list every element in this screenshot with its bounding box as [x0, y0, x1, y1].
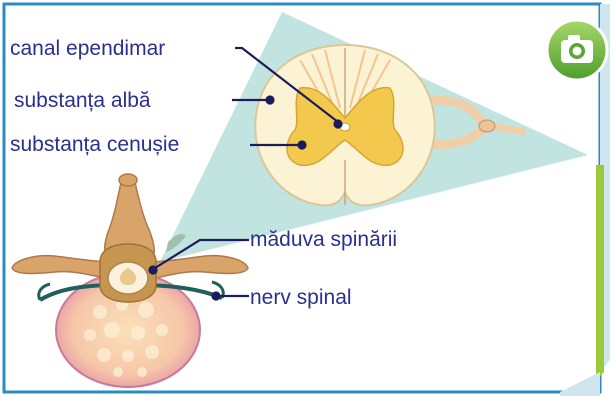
frame-corner-fold [560, 372, 600, 396]
spinal-cord-section [255, 45, 525, 205]
label-canal-ependimar: canal ependimar [10, 37, 165, 61]
label-maduva-spinarii: măduva spinării [250, 228, 397, 252]
camera-icon[interactable] [547, 20, 607, 80]
frame-side-accent [596, 165, 604, 380]
label-nerv-spinal: nerv spinal [250, 286, 352, 310]
label-substanta-alba: substanța albă [14, 89, 151, 113]
label-substanta-cenusie: substanța cenușie [10, 133, 179, 157]
